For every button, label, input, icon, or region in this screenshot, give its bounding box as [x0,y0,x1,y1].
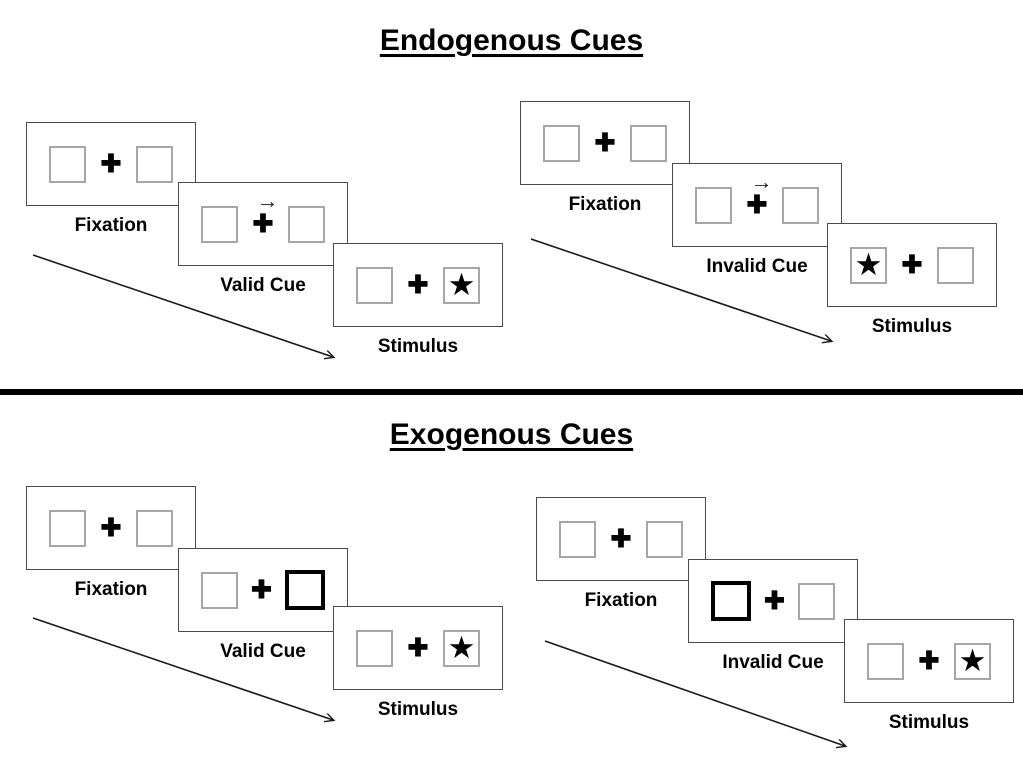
fixation-cross-icon: ✚ [594,128,616,157]
section-divider [0,389,1023,395]
exo-valid-stimulus-panel: ✚ ★ Stimulus [333,606,503,721]
panel-label: Valid Cue [220,275,306,296]
panel-label: Fixation [584,590,658,611]
exo-valid-cue-panel: ✚ Valid Cue [178,548,348,663]
exogenous-section-title: Exogenous Cues [0,418,1023,452]
left-box [356,266,393,304]
stimulus-screen: ✚ ★ [333,606,503,690]
endo-invalid-stimulus-panel: ★ ✚ Stimulus [827,223,997,338]
right-box [645,520,683,558]
fixation-cross-wrap: ✚ [594,128,616,157]
fixation-screen: ✚ [26,122,196,206]
fixation-cross-icon: ✚ [610,524,632,553]
panel-label: Fixation [74,215,148,236]
fixation-cross-icon: ✚ [407,270,429,299]
cue-screen: ✚ [178,548,348,632]
endo-invalid-cue-panel: → ✚ Invalid Cue [672,163,842,278]
endo-valid-fixation-panel: ✚ Fixation [26,122,196,237]
stimulus-screen: ★ ✚ [827,223,997,307]
endogenous-title-text: Endogenous Cues [379,24,644,57]
cue-screen: → ✚ [672,163,842,247]
left-box [695,186,732,224]
right-box [287,205,325,243]
panel-label: Valid Cue [220,641,306,662]
left-box [356,629,393,667]
fixation-cross-icon: ✚ [252,209,274,238]
endogenous-section-title: Endogenous Cues [0,24,1023,58]
panel-label: Stimulus [888,712,970,733]
left-box [867,642,904,680]
right-box-highlighted [284,570,325,610]
panel-label: Stimulus [377,336,459,357]
fixation-cross-wrap: ✚ [918,646,940,675]
right-box [135,509,173,547]
cue-screen: ✚ [688,559,858,643]
exo-valid-fixation-panel: ✚ Fixation [26,486,196,601]
fixation-cross-icon: ✚ [100,513,122,542]
fixation-cross-wrap: ✚ [764,586,785,615]
panel-label: Invalid Cue [722,652,824,673]
time-arrow [544,640,854,753]
fixation-cross-icon: ✚ [918,646,940,675]
exo-invalid-stimulus-panel: ✚ ★ Stimulus [844,619,1014,734]
fixation-cross-wrap: → ✚ [746,170,773,219]
time-arrow [32,617,342,727]
time-arrow [32,254,342,364]
fixation-cross-icon: ✚ [251,575,272,604]
endo-valid-stimulus-panel: ✚ ★ Stimulus [333,243,503,358]
panel-label: Stimulus [871,316,953,337]
fixation-cross-icon: ✚ [764,586,785,615]
left-box [49,145,86,183]
panel-label: Fixation [74,579,148,600]
fixation-cross-wrap: ✚ [407,270,429,299]
fixation-cross-icon: ✚ [100,149,122,178]
star-stimulus-icon: ★ [447,629,476,665]
left-box [49,509,86,547]
endo-invalid-fixation-panel: ✚ Fixation [520,101,690,216]
star-stimulus-icon: ★ [958,642,987,678]
cue-arrow-right-icon: → [256,187,279,213]
fixation-cross-icon: ✚ [746,190,768,219]
left-box-with-star: ★ [850,246,887,284]
right-box-with-star: ★ [442,266,480,304]
cue-arrow-right-icon: → [750,168,773,194]
fixation-screen: ✚ [520,101,690,185]
fixation-cross-wrap: ✚ [251,575,272,604]
left-box-highlighted [711,581,751,621]
fixation-cross-wrap: ✚ [100,513,122,542]
fixation-cross-icon: ✚ [407,633,429,662]
fixation-cross-wrap: ✚ [901,250,923,279]
star-stimulus-icon: ★ [854,246,883,282]
fixation-screen: ✚ [26,486,196,570]
fixation-cross-wrap: ✚ [610,524,632,553]
exo-invalid-fixation-panel: ✚ Fixation [536,497,706,612]
fixation-screen: ✚ [536,497,706,581]
right-box [936,246,974,284]
left-box [201,205,238,243]
stimulus-screen: ✚ ★ [333,243,503,327]
left-box [543,124,580,162]
fixation-cross-wrap: ✚ [407,633,429,662]
stimulus-screen: ✚ ★ [844,619,1014,703]
right-box-with-star: ★ [442,629,480,667]
panel-label: Invalid Cue [706,256,808,277]
left-box [559,520,596,558]
cue-screen: → ✚ [178,182,348,266]
star-stimulus-icon: ★ [447,266,476,302]
right-box [781,186,819,224]
right-box [135,145,173,183]
fixation-cross-wrap: → ✚ [252,189,279,238]
right-box [629,124,667,162]
right-box [797,582,835,620]
time-arrow [530,238,840,348]
panel-label: Fixation [568,194,642,215]
fixation-cross-icon: ✚ [901,250,923,279]
panel-label: Stimulus [377,699,459,720]
right-box-with-star: ★ [953,642,991,680]
exogenous-title-text: Exogenous Cues [389,418,634,451]
exo-invalid-cue-panel: ✚ Invalid Cue [688,559,858,674]
endo-valid-cue-panel: → ✚ Valid Cue [178,182,348,297]
fixation-cross-wrap: ✚ [100,149,122,178]
left-box [201,571,238,609]
